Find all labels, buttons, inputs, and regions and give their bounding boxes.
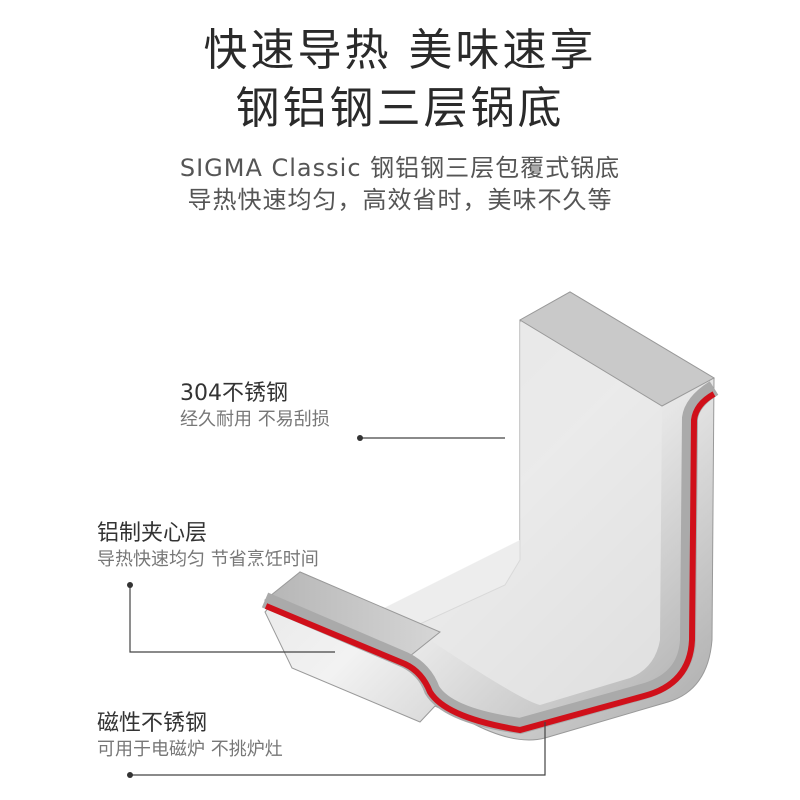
layer-desc-aluminum: 导热快速均匀 节省烹饪时间 [97,549,319,570]
outer-steel-edge [261,381,719,735]
layer-title-aluminum: 铝制夹心层 [97,521,208,546]
leader-dot-magnetic [127,772,133,778]
leader-line-aluminum [129,585,335,653]
inner-wall [380,322,662,705]
layer-title-304: 304不锈钢 [180,381,288,406]
wall-top [519,291,716,407]
title-line-1: 快速导热 美味速享 [203,25,597,76]
subtitle-line-2: 导热快速均匀，高效省时，美味不久等 [187,186,613,214]
layer-desc-304: 经久耐用 不易刮损 [180,409,330,430]
layer-desc-magnetic: 可用于电磁炉 不挑炉灶 [97,739,283,760]
title-line-2: 钢铝钢三层锅底 [235,83,565,134]
leader-line-magnetic [130,722,546,776]
subtitle-line-1: SIGMA Classic 钢铝钢三层包覆式锅底 [179,154,621,182]
leader-dot-304 [357,435,363,441]
aluminum-layer [264,391,716,734]
layer-title-magnetic: 磁性不锈钢 [97,711,208,736]
leader-dot-aluminum [127,582,133,588]
